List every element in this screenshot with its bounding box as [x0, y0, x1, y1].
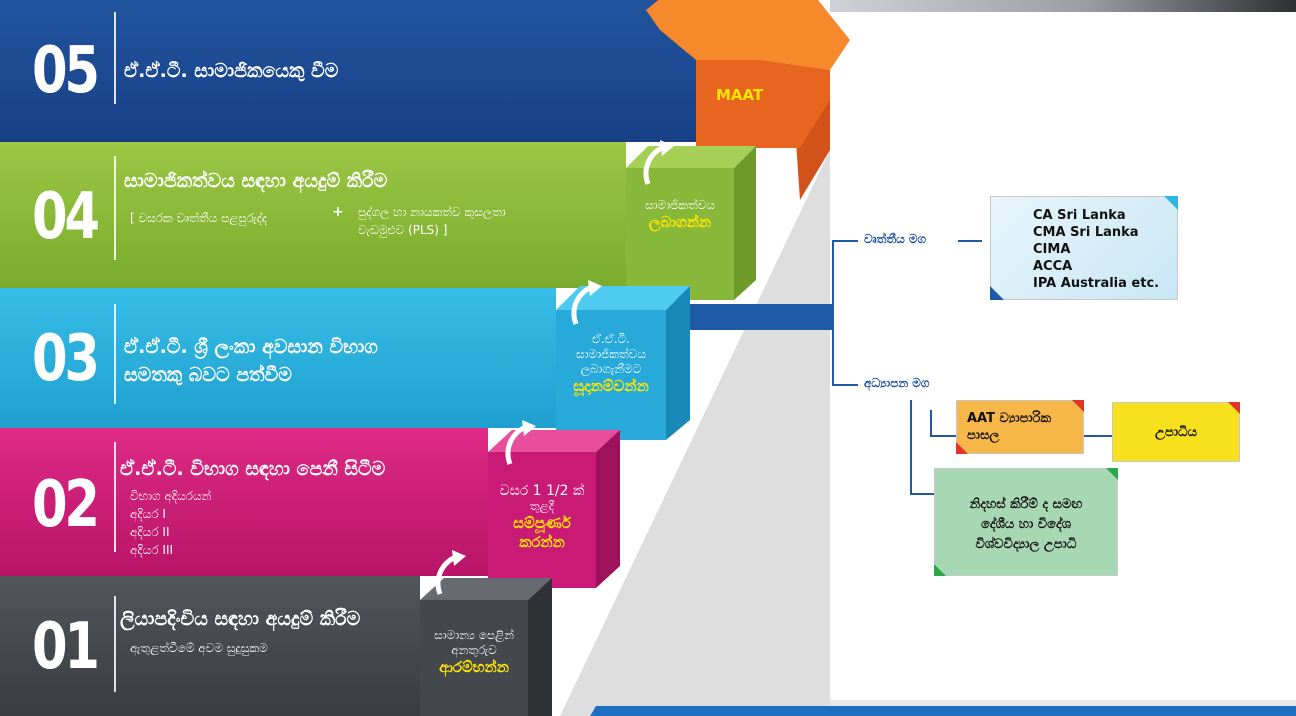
- stair-3-front: [556, 310, 666, 440]
- step-04-sub-1: [ වසරක වෘත්තීය පළපුරුද්ද: [130, 211, 268, 225]
- stair-2-highlight2: කරන්න: [519, 533, 565, 551]
- professional-bodies-box: CA Sri Lanka CMA Sri Lanka CIMA ACCA IPA…: [990, 196, 1178, 300]
- prof-item-1: CA Sri Lanka: [1033, 208, 1126, 223]
- stair-1-side: [528, 578, 552, 716]
- step-01-title: ලියාපදිංචිය සඳහා අයදුම් කිරීම: [120, 608, 361, 630]
- prof-item-4: ACCA: [1033, 259, 1073, 274]
- stair-2-front: [488, 452, 596, 588]
- stair-1-text: සාමාන්‍ය පෙළින් අනතුරුව ආරම්භන්න: [420, 628, 528, 677]
- step-02-title: ඒ.ඒ.ටී. විභාග සඳහා පෙනී සිටීම: [120, 458, 386, 480]
- stair-4-highlight: ලබාගන්න: [648, 213, 712, 231]
- prof-box-corner-bl: [990, 286, 1004, 300]
- stair-4-line1: සාමාජිකත්වය: [644, 198, 716, 212]
- step-04-title: සාමාජිකත්වය සඳහා අයදුම් කිරීම: [124, 170, 388, 192]
- stair-3-highlight: සූදානම්වන්න: [573, 377, 649, 395]
- curved-arrow-icon-2: [505, 420, 536, 465]
- step-01-number: 01: [32, 610, 100, 684]
- step-03-title: ඒ.ඒ.ටී. ශ්‍රී ලංකා අවසාන විභාග: [124, 336, 378, 358]
- step-02-sub-2: අදියර I: [130, 507, 166, 521]
- step-04-divider: [114, 156, 116, 260]
- prof-item-3: CIMA: [1033, 242, 1071, 257]
- step-03-title-line2: සමතකු බවට පත්වීම: [124, 364, 292, 386]
- branch-academic: [832, 384, 858, 386]
- step-02-sub-1: විභාග අදියරයන්: [130, 489, 212, 503]
- prof-box-corner-tr: [1164, 196, 1178, 210]
- stair-3-line2: සාමාජිකත්වය: [575, 347, 647, 361]
- step-02-sub-3: අදියර II: [130, 525, 170, 539]
- stair-4-side: [734, 146, 756, 300]
- aat-school-box: AAT ව්‍යාපාරික පාසල: [956, 400, 1084, 454]
- top-photo-strip: [830, 0, 1296, 12]
- professional-path-label: වෘත්තීය මග: [864, 232, 927, 246]
- aat-box-corner-bl: [956, 442, 968, 454]
- prof-item-2: CMA Sri Lanka: [1033, 225, 1139, 240]
- stair-4-front: [626, 168, 734, 300]
- step-05-bar: [0, 0, 696, 142]
- stair-3-side: [666, 286, 690, 440]
- branch-professional: [832, 240, 858, 242]
- step-03-number: 03: [32, 322, 100, 396]
- academic-path-label: අධ්‍යාපන මග: [864, 376, 930, 390]
- stair-3-text: ඒ.ඒ.ටී. සාමාජිකත්වය ලබාගැනීමට සූදානම්වන්…: [556, 332, 666, 396]
- bottom-stripe: [590, 706, 1296, 716]
- step-02-number: 02: [32, 468, 100, 542]
- universities-box: නිදහස් කිරීම් ද සමඟ දේශීය හා විදේශ විශ්ව…: [934, 468, 1118, 576]
- degree-text: උපාධිය: [1155, 425, 1197, 440]
- stair-2-highlight1: සම්පූර්ණ: [513, 514, 571, 532]
- uni-box-corner-bl: [934, 564, 946, 576]
- step-02-sub-4: අදියර III: [130, 543, 174, 557]
- uni-box-corner-tr: [1106, 468, 1118, 480]
- degree-box: උපාධිය: [1112, 402, 1240, 462]
- stair-2-text: වසර 1 1/2 ක් තුළදී සම්පූර්ණ කරන්න: [488, 484, 596, 552]
- professional-connector: [958, 240, 982, 242]
- stair-1-highlight: ආරම්භන්න: [439, 658, 509, 676]
- aat-to-degree: [1084, 435, 1112, 437]
- aat-box-corner-tr: [1072, 400, 1084, 412]
- step-03-bar: [0, 288, 556, 428]
- aat-school-text: AAT ව්‍යාපාරික පාසල: [967, 411, 1052, 443]
- curved-arrow-icon-1: [435, 550, 466, 595]
- step-04-sub-plus: +: [332, 204, 344, 220]
- step-04-bar: [0, 142, 626, 288]
- degree-box-corner-tr: [1228, 402, 1240, 414]
- maat-arrow-head: [646, 0, 850, 70]
- tree-trunk: [832, 240, 834, 386]
- step-05-number: 05: [32, 34, 100, 108]
- step-04-sub-3: වැඩමුළුව (PLS) ]: [358, 223, 448, 237]
- step-02-bar: [0, 428, 488, 576]
- step-01-sub-1: ඇතුළත්වීමේ අවම සුදුසුකම: [130, 641, 268, 655]
- step-02-divider: [114, 442, 116, 552]
- step-05-divider: [114, 12, 116, 104]
- connector-bar: [690, 304, 834, 330]
- step-01-bar: [0, 576, 420, 716]
- stair-1-line2: අනතුරුව: [451, 643, 497, 657]
- universities-text: නිදහස් කිරීම් ද සමඟ දේශීය හා විදේශ විශ්ව…: [969, 497, 1083, 552]
- step-03-divider: [114, 304, 116, 404]
- stair-1-line1: සාමාන්‍ය පෙළින්: [434, 628, 514, 642]
- uni-horizontal: [910, 493, 934, 495]
- aat-vertical: [930, 410, 932, 436]
- step-05-title: ඒ.ඒ.ටී. සාමාජිකයෙකු වීම: [124, 60, 339, 82]
- stair-1-top: [420, 578, 552, 600]
- prof-item-5: IPA Australia etc.: [1033, 276, 1160, 291]
- curved-arrow-icon-3: [571, 280, 602, 325]
- stair-2-side: [596, 430, 620, 588]
- academic-vertical: [910, 400, 912, 494]
- stair-4-text: සාමාජිකත්වය ලබාගන්න: [626, 198, 734, 232]
- stair-2-top: [488, 430, 620, 452]
- step-04-number: 04: [32, 180, 100, 254]
- stair-2-line1: වසර 1 1/2 ක්: [499, 483, 585, 499]
- stair-3-line3: ලබාගැනීමට: [580, 362, 642, 376]
- stair-1-front: [420, 600, 528, 716]
- step-01-divider: [114, 596, 116, 692]
- maat-label: MAAT: [716, 86, 764, 104]
- aat-horizontal: [930, 435, 956, 437]
- step-04-sub-2: පුද්ගල හා නායකත්ව කුසලතා: [358, 205, 506, 219]
- curved-arrow-icon-4: [643, 140, 674, 185]
- stair-3-line1: ඒ.ඒ.ටී.: [592, 332, 630, 346]
- stair-2-line2: තුළදී: [529, 499, 555, 513]
